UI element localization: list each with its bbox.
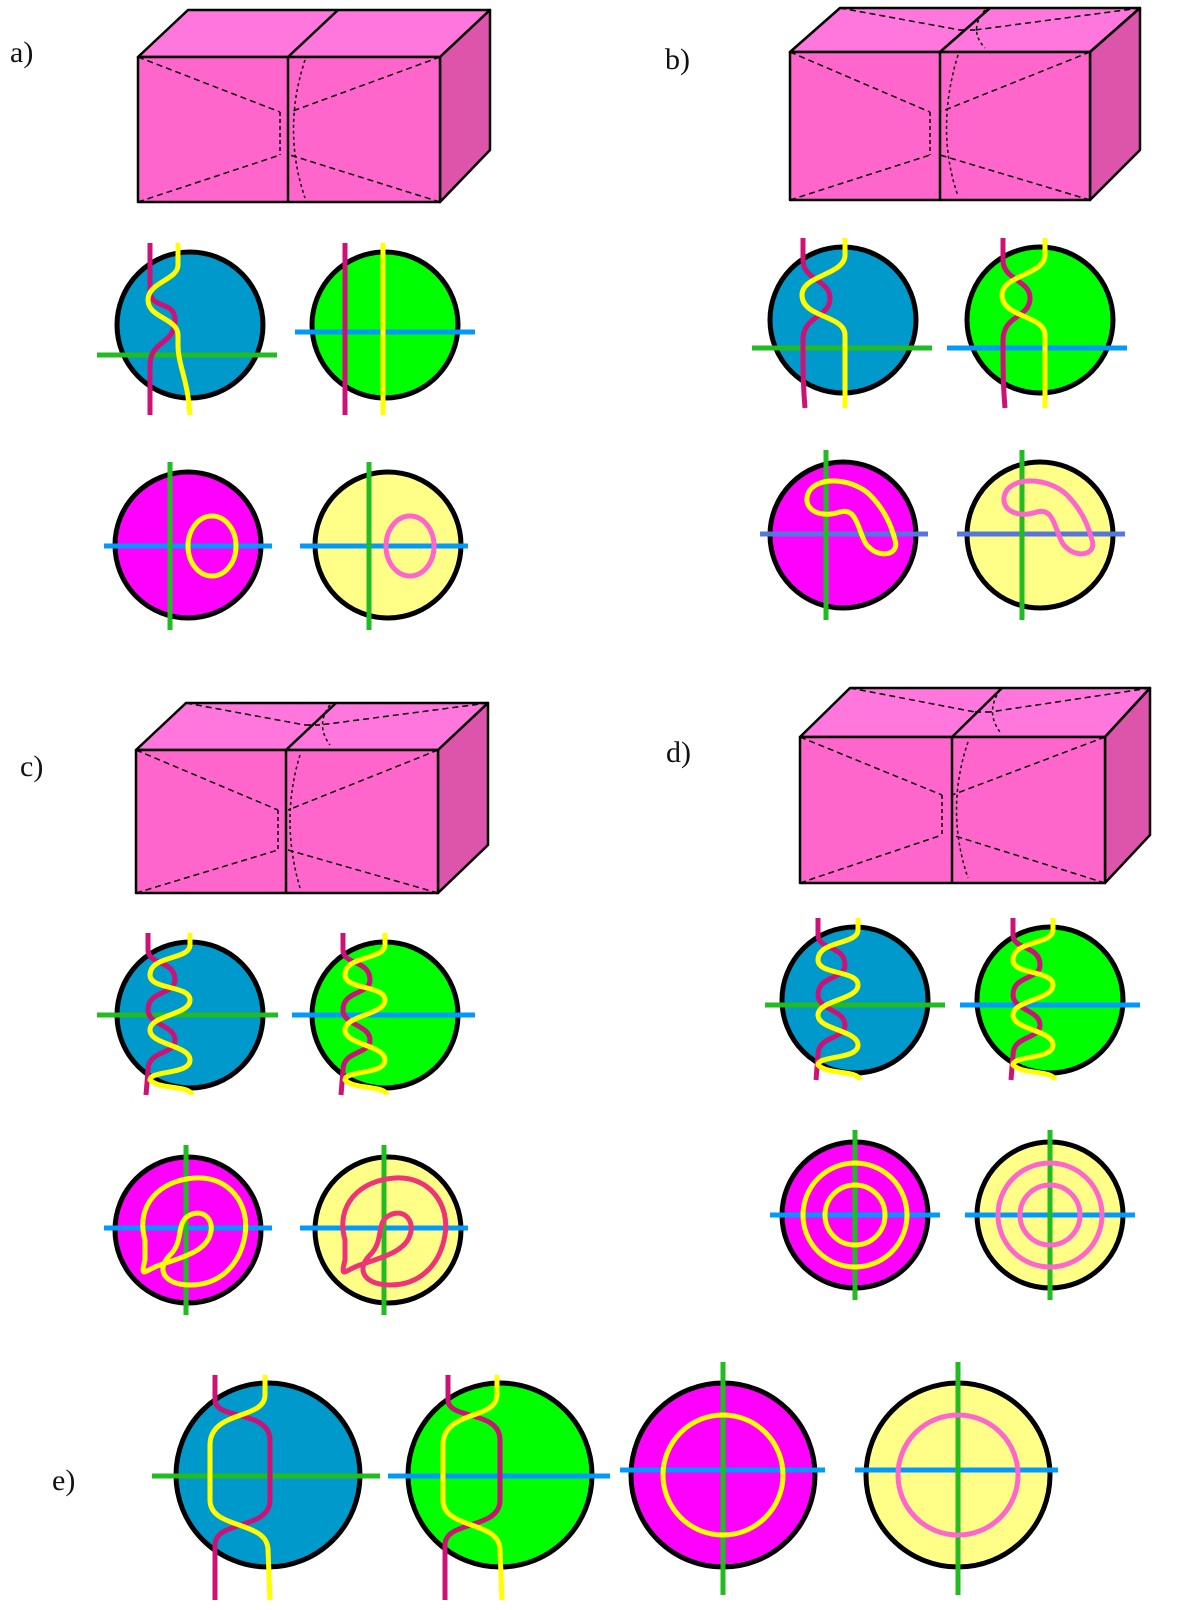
loop-yellow-inner: [822, 1182, 888, 1248]
loop-pink: [1001, 478, 1096, 557]
strand-yellow: [440, 1375, 505, 1601]
strand-magenta: [1008, 918, 1043, 1081]
panel-b-disk-blue: [752, 238, 932, 409]
loop-pink: [895, 1412, 1021, 1538]
panel-b-hidden-lines: [789, 7, 1141, 201]
strand-yellow: [207, 1375, 273, 1601]
panel-d-disk-green: [960, 918, 1140, 1082]
panel-b-disk-yellow: [957, 450, 1125, 620]
panel-c-hidden-lines: [135, 702, 489, 894]
strand-yellow: [799, 238, 848, 408]
panel-a-disk-magenta: [104, 462, 272, 630]
box-top-divider: [287, 9, 339, 58]
panel-c-disk-yellow: [300, 1145, 468, 1315]
loop-yellow: [660, 1412, 786, 1538]
loop-yellow: [804, 478, 899, 557]
panel-c-disk-magenta: [104, 1145, 272, 1315]
panel-a-hidden-lines: [137, 56, 441, 203]
strand-magenta: [143, 933, 178, 1096]
panel-c-disk-blue: [97, 933, 278, 1097]
strand-yellow: [342, 933, 390, 1097]
strand-magenta: [212, 1375, 273, 1600]
strand-yellow: [999, 238, 1048, 408]
panel-b-disk-magenta: [760, 450, 928, 620]
panel-a-disk-blue: [97, 243, 277, 416]
strand-yellow: [145, 243, 193, 416]
panel-d-box: [798, 686, 1152, 885]
panel-a-disk-green: [295, 243, 475, 415]
panel-label-c: c): [20, 750, 44, 783]
panel-label-a: a): [10, 36, 34, 69]
panel-b-disk-green: [947, 238, 1127, 409]
blue-disk: [114, 249, 266, 401]
panel-label-e: e): [52, 1464, 76, 1497]
panel-b-box: [788, 6, 1142, 202]
panel-a-box: [136, 8, 492, 204]
loop-yellow: [140, 1175, 249, 1288]
panel-e: [152, 1362, 1058, 1601]
strand-magenta: [442, 1375, 503, 1600]
strand-yellow: [1010, 918, 1058, 1082]
panel-c-disk-green: [292, 933, 475, 1097]
loop-pink-inner: [1017, 1182, 1083, 1248]
strand-magenta: [813, 918, 848, 1081]
panel-b: [752, 6, 1142, 620]
panel-a: [97, 8, 492, 630]
panel-e-disk-yellow: [855, 1362, 1058, 1595]
panel-d-disk-magenta: [770, 1130, 940, 1300]
panel-e-disk-green: [388, 1375, 610, 1601]
strand-yellow: [815, 918, 863, 1082]
strand-magenta: [338, 933, 373, 1096]
strand-magenta: [147, 243, 178, 415]
panel-d-hidden-lines: [799, 687, 1151, 884]
panel-e-disk-magenta: [620, 1362, 825, 1595]
green-disk: [964, 244, 1116, 396]
box-top-divider: [285, 702, 337, 751]
panel-c: [97, 701, 490, 1315]
strand-yellow: [147, 933, 195, 1097]
panel-a-disk-yellow: [300, 462, 468, 630]
panel-label-d: d): [666, 736, 691, 769]
loop-yellow-outer: [800, 1160, 910, 1270]
loop-pink: [383, 513, 437, 579]
loop-yellow: [185, 513, 239, 579]
panel-d-disk-yellow: [965, 1130, 1135, 1300]
panel-e-disk-blue: [152, 1375, 380, 1601]
loop-pink-outer: [995, 1160, 1105, 1270]
panel-d: [765, 686, 1152, 1300]
loop-red: [340, 1175, 449, 1288]
panel-d-disk-blue: [765, 918, 945, 1082]
panel-c-box: [134, 701, 490, 895]
panel-label-b: b): [665, 43, 690, 76]
